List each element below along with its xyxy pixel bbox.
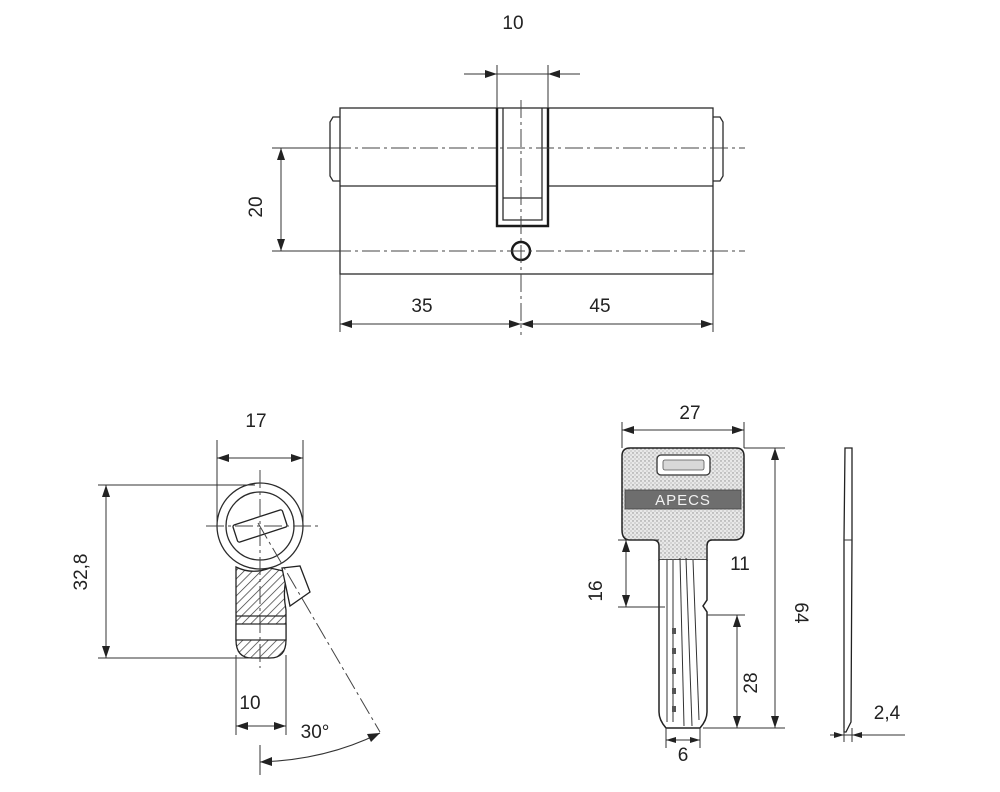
profile-cam xyxy=(281,565,311,608)
cam-slot xyxy=(495,108,550,228)
profile-hatched-section xyxy=(235,565,289,659)
cylinder-end-cap-right xyxy=(713,116,724,182)
dim-key-total-length: 64 xyxy=(707,447,811,729)
dim-key-head-width-label: 27 xyxy=(679,403,700,424)
dim-cam-width: 10 xyxy=(464,13,580,108)
key-drawing: APECS xyxy=(621,447,745,729)
dim-profile-height-label: 32,8 xyxy=(71,554,92,591)
dim-key-head-width: 27 xyxy=(621,403,745,448)
dim-left-length-label: 35 xyxy=(411,296,432,317)
key-dimples xyxy=(672,628,676,712)
dim-key-blade-width: 6 xyxy=(665,728,701,766)
dim-key-shoulder: 11 xyxy=(730,554,750,575)
dim-key-thickness: 2,4 xyxy=(830,703,905,742)
dim-key-shoulder-label: 11 xyxy=(730,554,750,575)
dim-profile-bottom-label: 10 xyxy=(239,693,260,714)
key-side-view xyxy=(843,447,853,733)
key-brand-plate xyxy=(624,489,742,510)
dim-lengths: 35 45 xyxy=(339,274,714,332)
cylinder-front-view xyxy=(275,100,745,335)
dim-profile-width: 17 xyxy=(216,411,304,526)
cam-slot-inner xyxy=(502,108,543,221)
cylinder-profile-view xyxy=(206,470,381,733)
dim-key-blade-lower-label: 28 xyxy=(741,672,762,693)
cylinder-body xyxy=(339,107,714,275)
dim-key-blade-width-label: 6 xyxy=(678,745,689,766)
dim-key-blade-lower: 28 xyxy=(703,614,762,729)
dim-profile-width-label: 17 xyxy=(245,411,266,432)
profile-band xyxy=(235,623,287,641)
dim-height: 20 xyxy=(246,147,340,252)
profile-cam-axis xyxy=(257,522,381,733)
key-brand-text: APECS xyxy=(655,492,711,509)
dim-profile-bottom: 10 xyxy=(235,655,287,735)
dim-profile-height: 32,8 xyxy=(71,484,255,659)
dim-height-label: 20 xyxy=(246,196,267,217)
dim-key-blade-upper-label: 16 xyxy=(586,580,607,601)
dim-key-thickness-label: 2,4 xyxy=(874,703,901,724)
dim-key-total-length-label: 64 xyxy=(790,602,811,624)
dim-cam-angle-label: 30° xyxy=(301,722,330,743)
dim-cam-angle: 30° xyxy=(259,722,381,775)
dim-right-length-label: 45 xyxy=(589,296,610,317)
dim-key-blade-upper: 16 xyxy=(586,539,665,608)
cylinder-end-cap-left xyxy=(329,116,340,182)
dim-cam-width-label: 10 xyxy=(502,13,523,34)
